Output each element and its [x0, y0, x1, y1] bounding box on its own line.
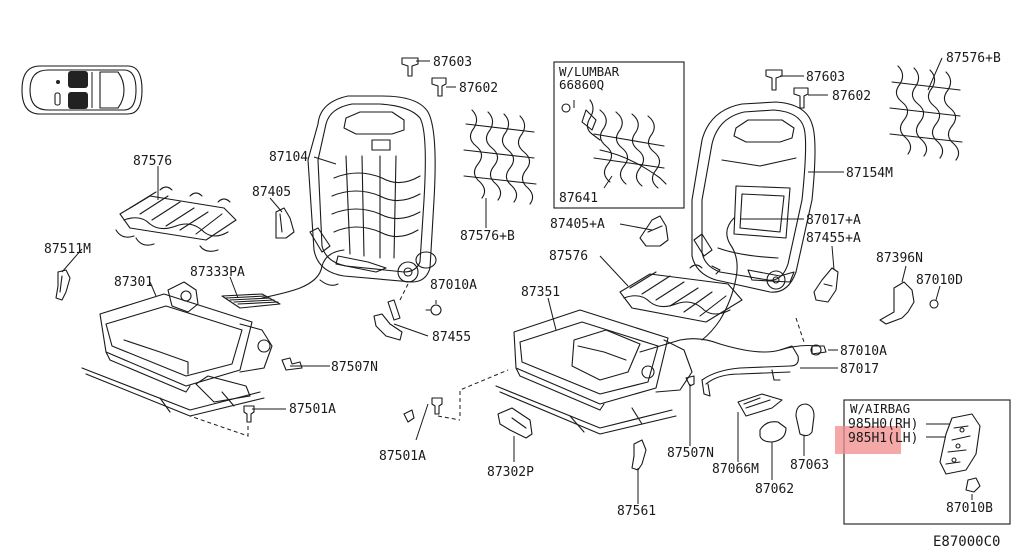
label-87010d: 87010D — [916, 273, 963, 288]
clip-87507n-left — [281, 357, 303, 371]
label-87062: 87062 — [755, 482, 794, 497]
spring-mat-left — [463, 109, 537, 205]
vehicle-locator-icon — [21, 65, 143, 115]
clip-87511m — [55, 269, 71, 301]
bracket-87396n — [879, 281, 939, 325]
label-87507n-left: 87507N — [331, 360, 378, 375]
cushion-spring-left — [115, 186, 237, 252]
knob-87062 — [759, 421, 787, 443]
heater-element-87333pa — [221, 249, 345, 309]
headrest-guide-right — [765, 69, 809, 109]
label-87405a: 87405+A — [550, 217, 605, 232]
label-87302p: 87302P — [487, 465, 534, 480]
label-66860q: 66860Q — [559, 77, 604, 92]
label-87405: 87405 — [252, 185, 291, 200]
label-87561: 87561 — [617, 504, 656, 519]
label-87066m: 87066M — [712, 462, 759, 477]
label-87010a-left: 87010A — [430, 278, 477, 293]
clip-87561 — [631, 439, 647, 471]
callout-labels: 87603 87602 87104 87576 87405 87576+B 87… — [44, 51, 1001, 550]
cover-87066m — [737, 393, 783, 417]
lumbar-option-box — [553, 61, 685, 209]
label-87017a: 87017+A — [806, 213, 861, 228]
cap-87063 — [795, 403, 815, 437]
fastener-87010a-right — [811, 345, 827, 355]
cover-87455a — [813, 267, 839, 303]
harness-87017 — [701, 344, 822, 397]
fastener-87010a-left — [425, 304, 442, 316]
label-87351: 87351 — [521, 285, 560, 300]
lumbar-box-title: W/LUMBAR — [559, 64, 620, 79]
part-highlight — [835, 426, 901, 454]
diagram-code: E87000C0 — [933, 534, 1000, 550]
label-87010a-right: 87010A — [840, 344, 887, 359]
label-87017: 87017 — [840, 362, 879, 377]
label-87602-right: 87602 — [832, 89, 871, 104]
bolt-87501a-left — [243, 405, 255, 423]
label-87104: 87104 — [269, 150, 308, 165]
label-87455a: 87455+A — [806, 231, 861, 246]
label-87010b: 87010B — [946, 501, 993, 516]
bracket-87405a — [639, 215, 669, 247]
harness-87017a — [701, 217, 738, 341]
label-87154m: 87154M — [846, 166, 893, 181]
label-87576-right: 87576 — [549, 249, 588, 264]
label-87501a-bottom: 87501A — [379, 449, 426, 464]
bracket-87302p — [497, 407, 533, 439]
label-87603-right: 87603 — [806, 70, 845, 85]
label-87063: 87063 — [790, 458, 829, 473]
bracket-87405 — [275, 207, 295, 239]
label-87641: 87641 — [559, 191, 598, 206]
bolt-87501a-right — [403, 397, 443, 423]
label-87501a-left: 87501A — [289, 402, 336, 417]
label-87507n-right: 87507N — [667, 446, 714, 461]
cover-87455 — [373, 299, 403, 341]
label-87511m: 87511M — [44, 242, 91, 257]
seat-cushion-frame-left — [81, 281, 273, 417]
airbag-option-box — [843, 399, 1011, 525]
label-87576-left: 87576 — [133, 154, 172, 169]
airbag-module — [939, 413, 981, 493]
label-87576b-right: 87576+B — [946, 51, 1001, 66]
seatback-frame-right — [691, 101, 816, 293]
label-87455: 87455 — [432, 330, 471, 345]
leader-lines — [61, 57, 973, 504]
airbag-box-title: W/AIRBAG — [850, 401, 910, 416]
seatback-frame-left — [307, 95, 437, 283]
label-87396n: 87396N — [876, 251, 923, 266]
label-87576b-left: 87576+B — [460, 229, 515, 244]
label-985h1-lh: 985H1(LH) — [848, 431, 918, 446]
headrest-guide-left — [401, 57, 447, 97]
clip-87507n-right — [685, 375, 695, 387]
spring-mat-right — [889, 65, 963, 161]
lumbar-assembly — [561, 99, 667, 189]
cushion-spring-right — [619, 264, 743, 323]
label-87602-left: 87602 — [459, 81, 498, 96]
label-87603-left: 87603 — [433, 55, 472, 70]
seat-cushion-frame-right — [495, 309, 817, 435]
label-985h0-rh: 985H0(RH) — [848, 417, 918, 432]
label-87333pa: 87333PA — [190, 265, 245, 280]
label-87301: 87301 — [114, 275, 153, 290]
